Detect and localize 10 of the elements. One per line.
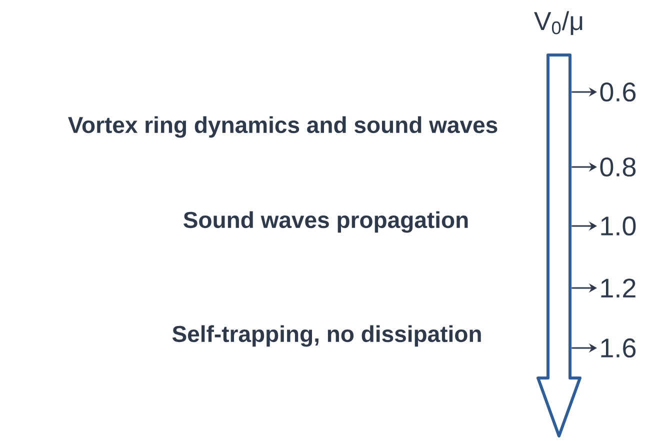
value-label: 1.0 — [601, 216, 636, 236]
value-label: 1.6 — [601, 338, 636, 358]
range-label: Vortex ring dynamics and sound waves — [68, 116, 498, 138]
hollow-down-arrow — [536, 54, 582, 438]
value-label: 1.2 — [601, 278, 636, 298]
range-label: Self-trapping, no dissipation — [172, 325, 481, 347]
value-label: 0.6 — [600, 82, 636, 102]
range-label: Sound waves propagation — [184, 211, 468, 233]
axis-label: V$_{0}$/μ — [534, 11, 582, 35]
value-label: 0.8 — [600, 157, 636, 177]
